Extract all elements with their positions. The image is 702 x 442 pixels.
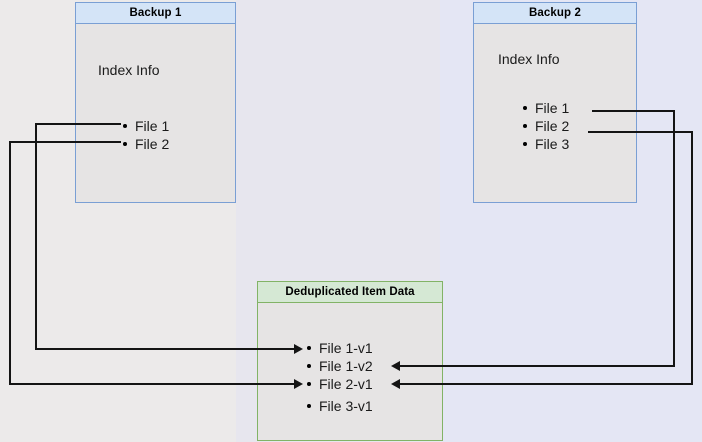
connector-b1f2-arrowhead	[294, 379, 303, 389]
connector-b2f1-segment-h-bottom	[400, 365, 675, 367]
connector-b2f1-segment-v	[673, 110, 675, 367]
backup-1-file-item[interactable]: File 1	[121, 117, 169, 135]
connector-b2f2-segment-h-bottom	[400, 383, 693, 385]
connector-b1f2-segment-h-bottom	[9, 383, 297, 385]
backup-2-file-list: File 1 File 2 File 3	[521, 99, 569, 153]
dedup-item[interactable]: File 3-v1	[305, 397, 373, 415]
connector-b1f1-segment-h-bottom	[35, 348, 297, 350]
backup-2-file-item[interactable]: File 3	[521, 135, 569, 153]
connector-b2f2-arrowhead	[391, 379, 400, 389]
backup-2-file-item[interactable]: File 2	[521, 117, 569, 135]
connector-b1f1-segment-v	[35, 123, 37, 350]
connector-b1f1-arrowhead	[294, 344, 303, 354]
backup-1-file-item[interactable]: File 2	[121, 135, 169, 153]
backup-2-file-item[interactable]: File 1	[521, 99, 569, 117]
dedup-item[interactable]: File 1-v2	[305, 357, 373, 375]
connector-b1f1-segment-h-top	[35, 123, 121, 125]
connector-b2f1-segment-h-top	[592, 110, 675, 112]
dedup-item-list: File 1-v1 File 1-v2 File 2-v1 File 3-v1	[305, 339, 373, 415]
backup-1-box[interactable]: Backup 1	[75, 2, 236, 203]
backup-2-title: Backup 2	[474, 3, 636, 24]
connector-b2f2-segment-h-top	[588, 131, 693, 133]
deduplicated-item-data-title: Deduplicated Item Data	[258, 282, 442, 303]
connector-b1f2-segment-v	[9, 141, 11, 384]
backup-1-subtitle: Index Info	[98, 62, 160, 78]
deduplicated-item-data-box[interactable]: Deduplicated Item Data	[257, 281, 443, 441]
dedup-item[interactable]: File 1-v1	[305, 339, 373, 357]
backup-1-title: Backup 1	[76, 3, 235, 24]
dedup-item[interactable]: File 2-v1	[305, 375, 373, 393]
connector-b1f2-segment-h-top	[9, 141, 121, 143]
backup-1-file-list: File 1 File 2	[121, 117, 169, 153]
backup-2-subtitle: Index Info	[498, 51, 560, 67]
connector-b2f2-segment-v	[691, 131, 693, 385]
connector-b2f1-arrowhead	[391, 361, 400, 371]
backup-2-box[interactable]: Backup 2	[473, 2, 637, 203]
